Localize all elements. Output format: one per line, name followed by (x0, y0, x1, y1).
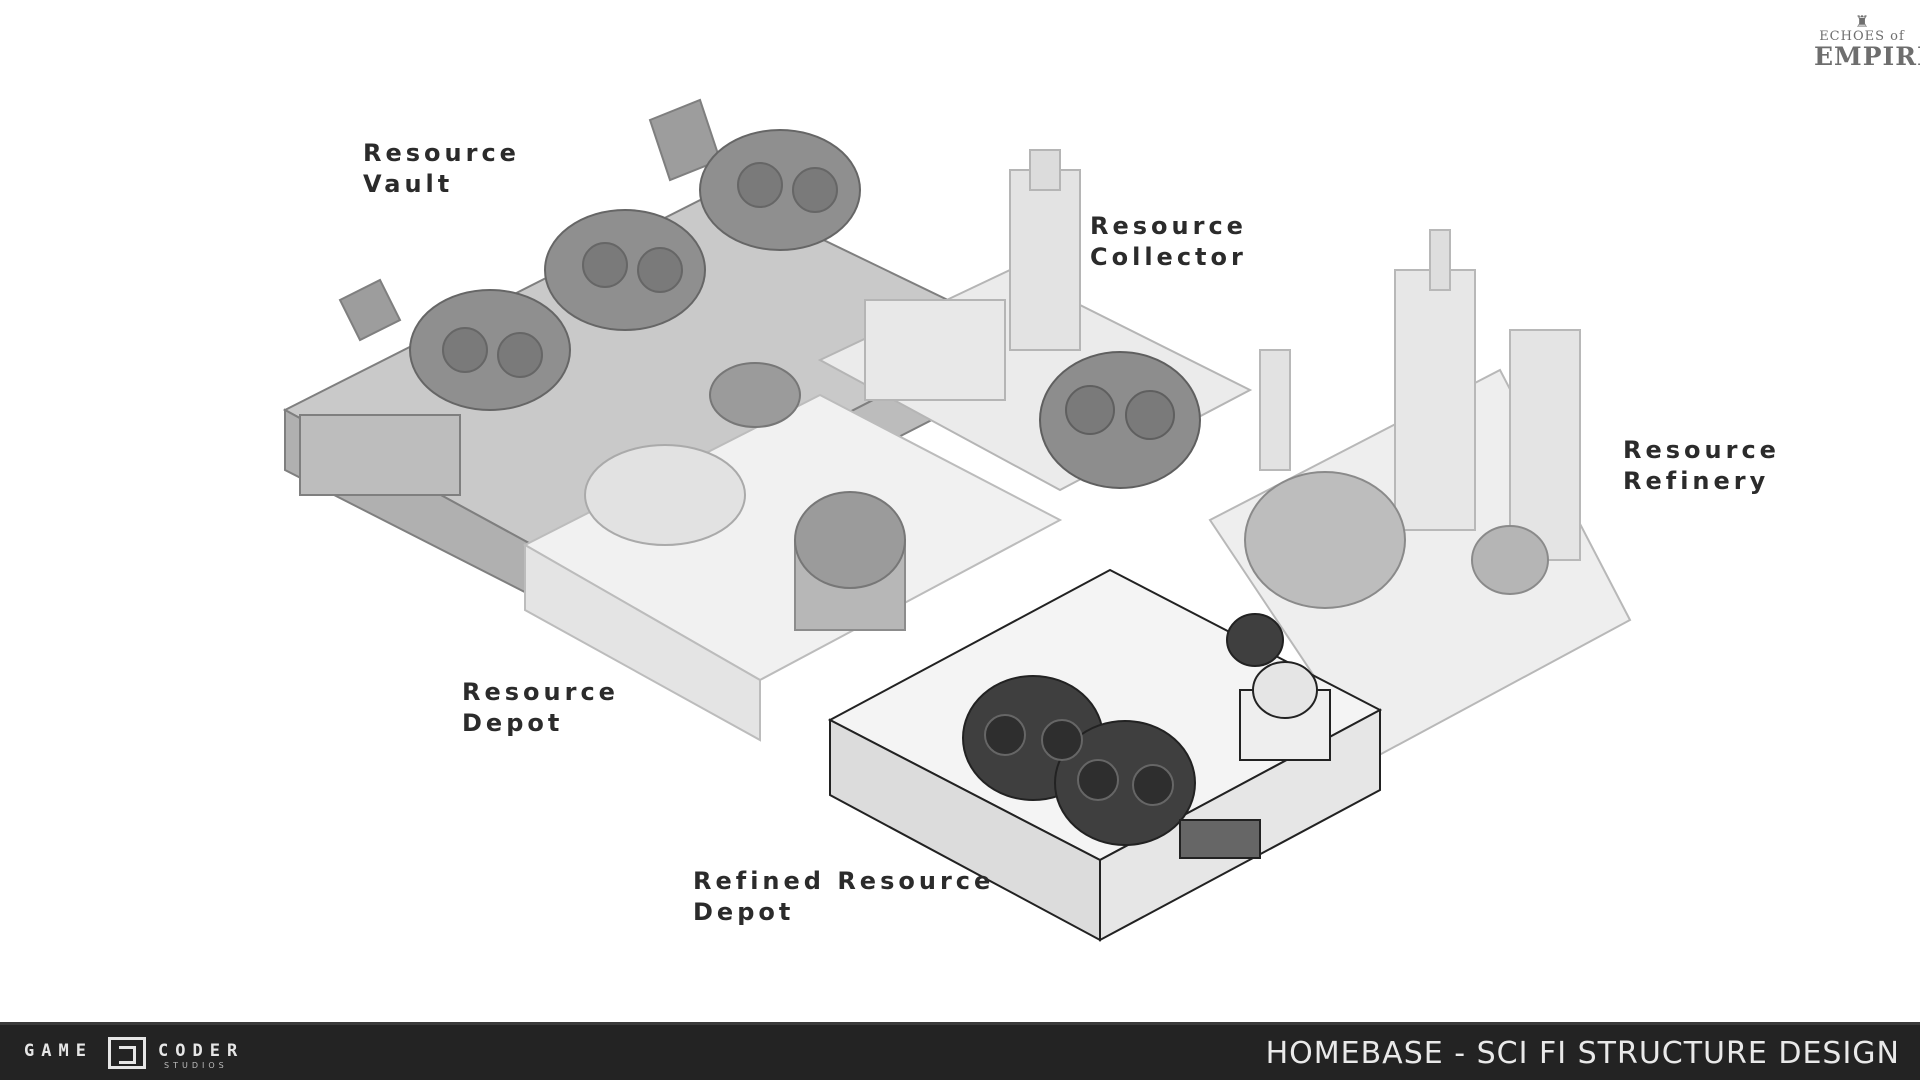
label-resource-refinery: Resource Refinery (1623, 435, 1780, 497)
echoes-of-empire-crest-icon: ♜ (1854, 12, 1870, 31)
vault-domes (409, 129, 861, 411)
studio-sub: STUDIOS (164, 1061, 228, 1070)
label-line: Refined Resource (693, 867, 995, 895)
label-line: Resource (1090, 212, 1247, 240)
game-logo-line1: ECHOES of (1819, 29, 1905, 44)
label-resource-collector: Resource Collector (1090, 211, 1247, 273)
label-line: Resource (1623, 436, 1780, 464)
footer-title: HOMEBASE - SCI FI STRUCTURE DESIGN (1265, 1036, 1900, 1071)
game-coder-mark-icon (108, 1037, 146, 1069)
label-line: Collector (1090, 243, 1247, 271)
label-resource-vault: Resource Vault (363, 138, 520, 200)
label-line: Depot (462, 709, 564, 737)
resource-collector-block (817, 149, 1253, 492)
label-line: Resource (363, 139, 520, 167)
label-line: Vault (363, 170, 454, 198)
resource-refinery-block (1208, 229, 1632, 762)
echoes-of-empire-logo: ♜ ECHOES of EMPIRE (1814, 12, 1920, 86)
game-logo-line2: EMPIRE (1814, 42, 1920, 71)
label-line: Refinery (1623, 467, 1770, 495)
resource-depot-block (522, 362, 1063, 742)
label-line: Depot (693, 898, 795, 926)
label-line: Resource (462, 678, 619, 706)
refined-resource-depot-block (827, 568, 1383, 942)
label-resource-depot: Resource Depot (462, 677, 619, 739)
footer-bar: GAME CODER STUDIOS HOMEBASE - SCI FI STR… (0, 1022, 1920, 1080)
label-refined-resource-depot: Refined Resource Depot (693, 866, 994, 928)
studio-word-coder: CODER (158, 1041, 245, 1061)
studio-word-game: GAME (24, 1041, 93, 1061)
